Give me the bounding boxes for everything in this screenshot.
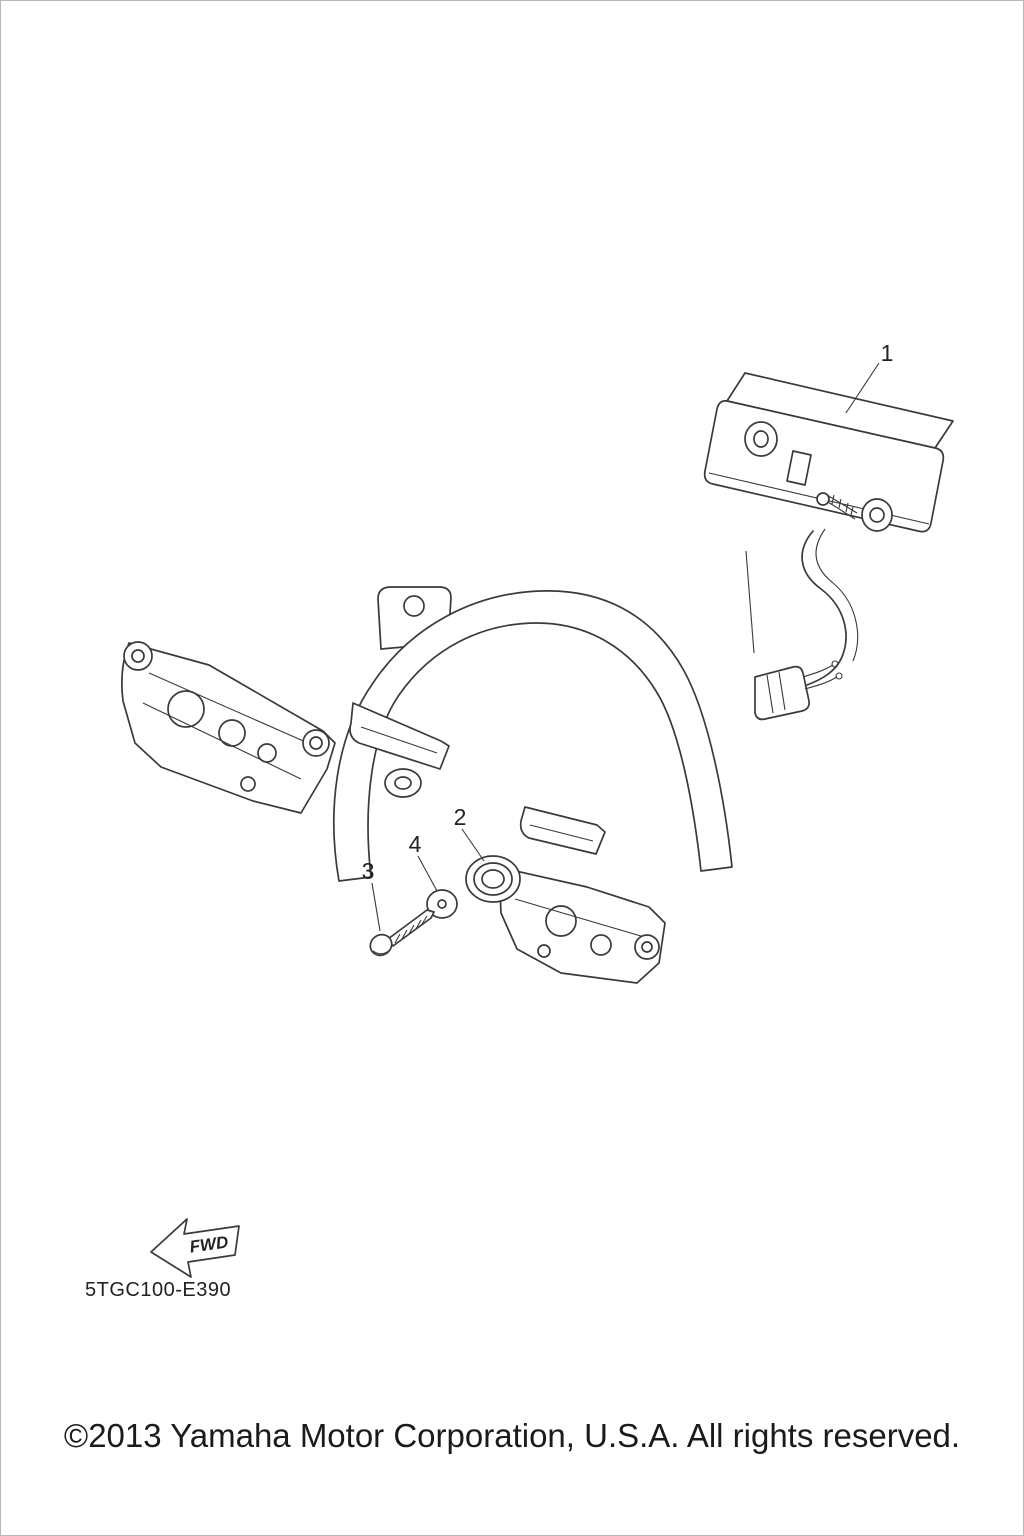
bracket-hole [590,934,612,956]
leader-line-4 [417,855,438,892]
left-gusset-bushing [384,768,422,798]
taillight-unit [703,372,954,533]
bracket-hole [545,905,577,937]
callout-2: 2 [454,804,467,830]
leader-line-1 [845,362,880,414]
bulb-socket [744,421,778,457]
wiring-harness [745,528,859,721]
callouts: 1 2 3 4 [362,340,894,932]
lamp-screw [816,492,830,506]
wire [801,530,847,686]
bracket-hole [240,776,256,792]
bracket-hole [167,690,205,728]
bracket-bushing [123,641,153,671]
callout-4: 4 [409,831,422,857]
fwd-arrow-icon [150,1218,240,1278]
wire [815,528,859,662]
bulb-socket [861,498,893,532]
bracket-hole [537,944,551,958]
lamp-connector-block [786,450,812,486]
grommet [465,855,521,903]
diagram-code: 5TGC100-E390 [85,1279,232,1301]
screw-threads [394,915,428,944]
leader-line-3 [371,882,381,932]
wire-tail [802,664,838,690]
grab-bar [333,590,733,882]
right-bracket [499,868,666,984]
right-gusset [519,806,606,855]
grab-bar-tube [333,590,733,882]
screw-shaft [387,909,435,947]
bracket-hole [257,743,277,763]
tab-hole [403,595,425,617]
left-bracket [121,641,336,814]
left-gusset [349,702,450,770]
bracket-hole [218,719,246,747]
callout-3: 3 [362,858,375,884]
screw-head [369,933,393,957]
screw [369,909,435,957]
callout-1: 1 [881,340,894,366]
bracket-bushing [634,934,660,960]
copyright-text: ©2013 Yamaha Motor Corporation, U.S.A. A… [63,1417,961,1454]
harness-guide-line [745,550,755,654]
washer [426,889,458,919]
leader-line-2 [461,828,485,862]
bracket-bushing [302,729,330,757]
fwd-indicator: FWD [150,1218,240,1278]
